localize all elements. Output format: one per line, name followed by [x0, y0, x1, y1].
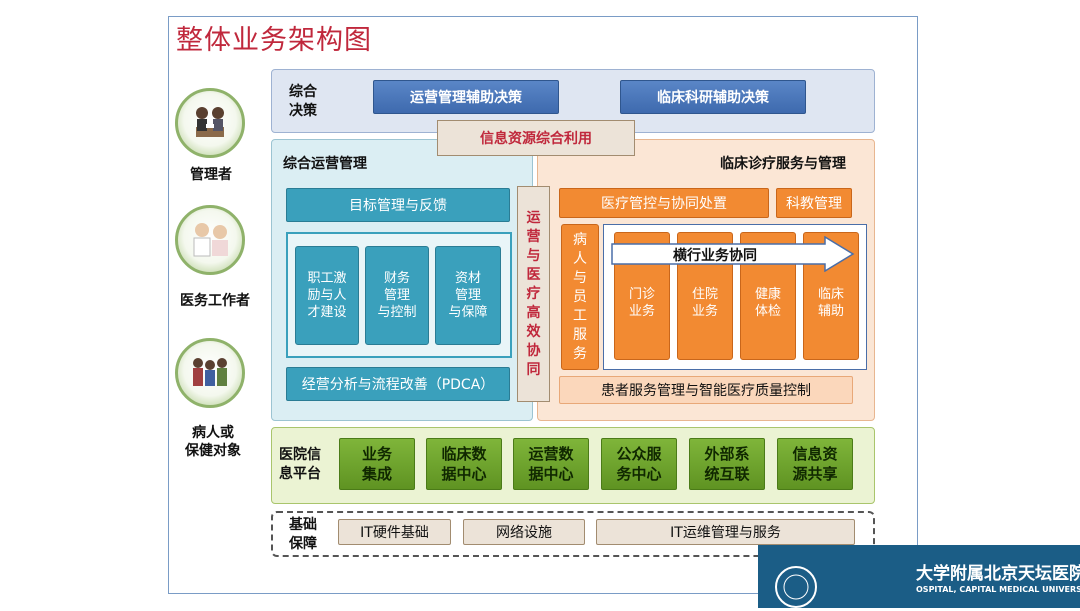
- decision-label: 综合 决策: [289, 84, 317, 119]
- base-label: 基础 保障: [289, 517, 317, 552]
- hospital-logo-icon: [775, 566, 817, 608]
- platform-item-sharing[interactable]: 信息资 源共享: [777, 438, 853, 490]
- clinical-control-button[interactable]: 医疗管控与协同处置: [559, 188, 769, 218]
- clinical-service-vertical[interactable]: 病人与员工服务: [561, 224, 599, 370]
- footer-english-name: OSPITAL, CAPITAL MEDICAL UNIVERSITY: [916, 585, 1080, 594]
- clinical-education-button[interactable]: 科教管理: [776, 188, 852, 218]
- coordination-text: 运营与医疗高效协同: [526, 209, 541, 378]
- patient-icon: [175, 338, 245, 408]
- footer-hospital-name: 大学附属北京天坛医院: [916, 564, 1080, 584]
- base-item-network[interactable]: 网络设施: [463, 519, 585, 545]
- operations-analysis-button[interactable]: 经营分析与流程改善（PDCA）: [286, 367, 510, 401]
- clinical-title: 临床诊疗服务与管理: [720, 156, 846, 172]
- base-item-hardware[interactable]: IT硬件基础: [338, 519, 451, 545]
- hospital-platform-label: 医院信 息平台: [279, 447, 321, 482]
- operations-box-finance[interactable]: 财务 管理 与控制: [365, 246, 429, 345]
- operations-box-materials[interactable]: 资材 管理 与保障: [435, 246, 501, 345]
- collab-arrow-label: 横行业务协同: [673, 248, 757, 264]
- clinical-service-text: 病人与员工服务: [573, 231, 587, 362]
- platform-item-clinical-data[interactable]: 临床数 据中心: [426, 438, 502, 490]
- operations-title: 综合运营管理: [283, 156, 367, 172]
- coordination-vertical: 运营与医疗高效协同: [517, 186, 550, 402]
- operations-box-staff[interactable]: 职工激 励与人 才建设: [295, 246, 359, 345]
- doctor-icon: [175, 205, 245, 275]
- platform-item-operations-data[interactable]: 运营数 据中心: [513, 438, 589, 490]
- clinical-quality-button[interactable]: 患者服务管理与智能医疗质量控制: [559, 376, 853, 404]
- decision-item-clinical-research[interactable]: 临床科研辅助决策: [620, 80, 806, 114]
- collab-arrow-icon: [611, 236, 855, 272]
- role-label-doctor: 医务工作者: [180, 293, 250, 309]
- platform-item-integration[interactable]: 业务 集成: [339, 438, 415, 490]
- decision-item-operations[interactable]: 运营管理辅助决策: [373, 80, 559, 114]
- info-share-box: 信息资源综合利用: [437, 120, 635, 156]
- operations-goal-button[interactable]: 目标管理与反馈: [286, 188, 510, 222]
- manager-icon: [175, 88, 245, 158]
- page-title: 整体业务架构图: [176, 25, 372, 56]
- footer-brand: 大学附属北京天坛医院 OSPITAL, CAPITAL MEDICAL UNIV…: [758, 545, 1080, 608]
- platform-item-public-service[interactable]: 公众服 务中心: [601, 438, 677, 490]
- base-item-it-ops[interactable]: IT运维管理与服务: [596, 519, 855, 545]
- role-label-patient: 病人或 保健对象: [185, 425, 241, 459]
- role-label-manager: 管理者: [190, 167, 232, 183]
- platform-item-external[interactable]: 外部系 统互联: [689, 438, 765, 490]
